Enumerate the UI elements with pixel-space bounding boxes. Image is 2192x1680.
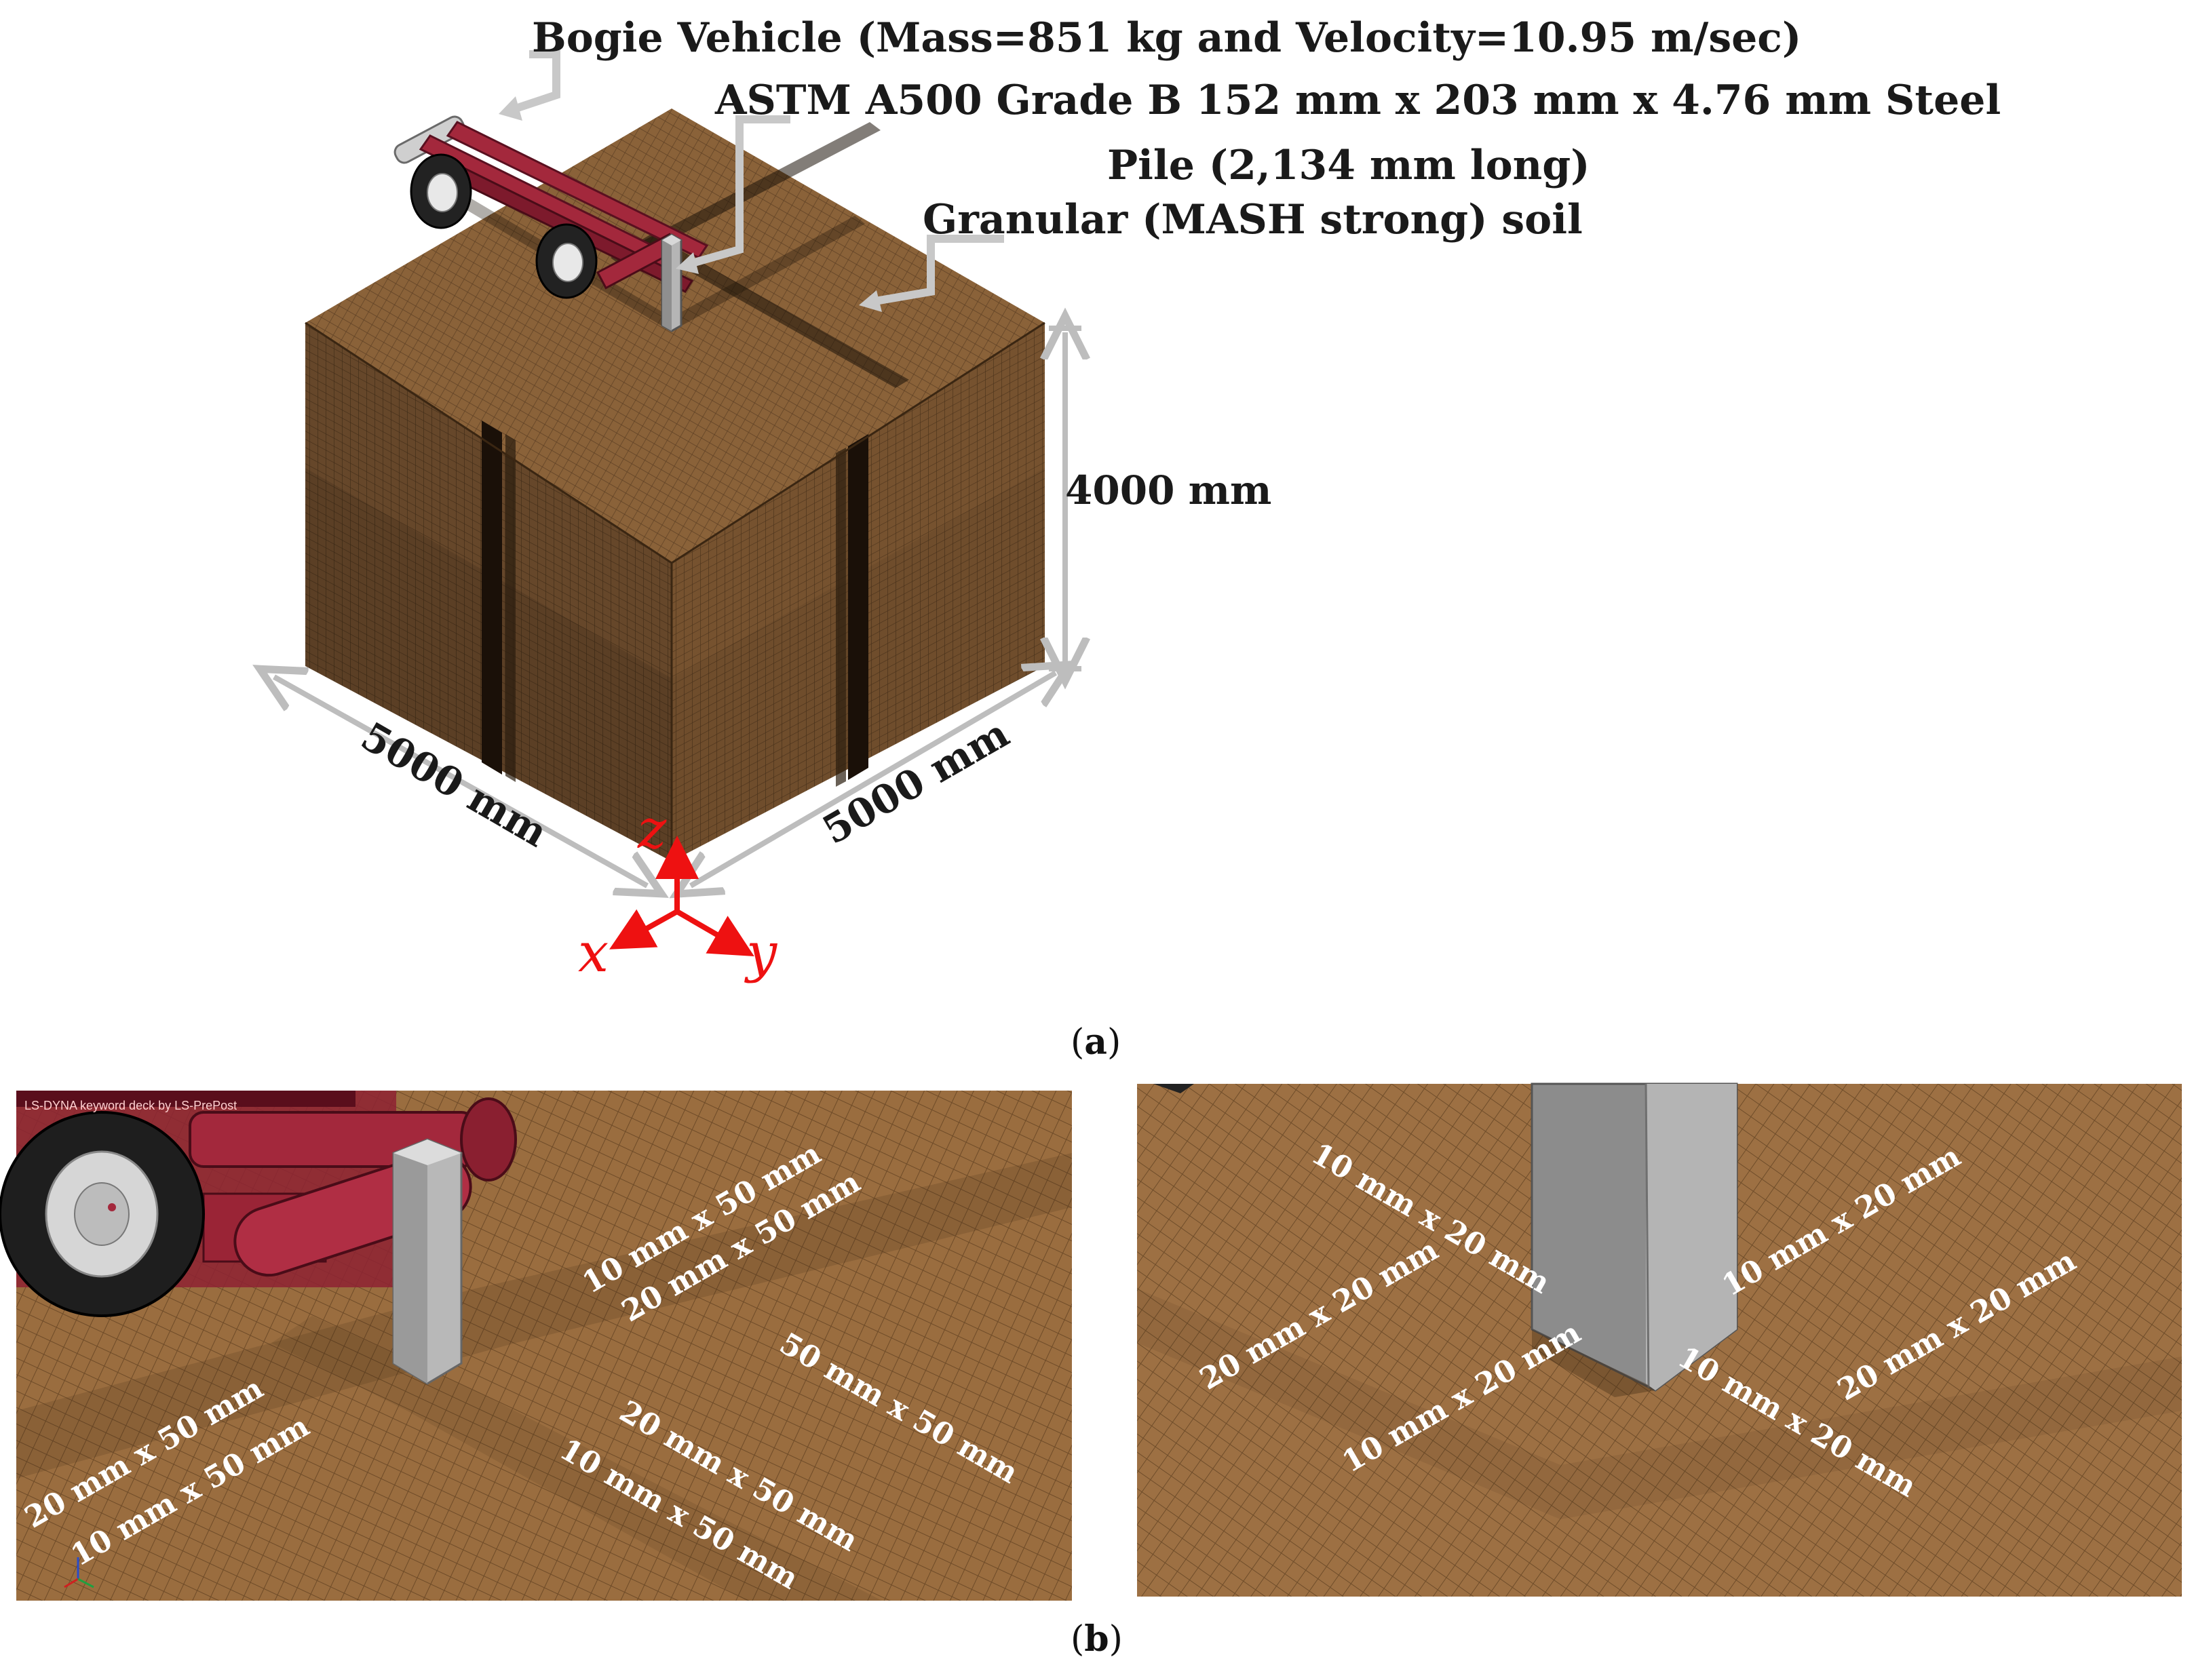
panel-b-left-view [0,1091,1072,1601]
left-view-triad [64,1557,94,1588]
steel-pile [661,233,682,332]
panel-b-right-view [1137,1082,2182,1597]
dim-line-width-right [691,673,1056,886]
left-view-header: LS-DYNA keyword deck by LS-PrePost [24,1099,237,1112]
dim-line-width-left [274,677,647,886]
callout-leaders [514,50,1004,305]
mesh-strip-top-a [611,122,881,266]
caption-a: (a) [1071,1021,1121,1063]
axis-x-label: x [578,921,609,984]
mesh-strip-right-face [848,434,868,780]
caption-b: (b) [1071,1618,1123,1660]
mesh-strip-top-b [638,234,909,388]
caption-a-letter: a [1084,1021,1107,1063]
dim-height-label: 4000 mm [1065,467,1272,513]
leader-soil [874,235,1004,305]
caption-b-letter: b [1084,1618,1109,1660]
leader-bogie [514,50,560,113]
bogie-vehicle [393,115,709,299]
callout-pile-line1: ASTM A500 Grade B 152 mm x 203 mm x 4.76… [715,77,2001,124]
mesh-strip-left-face [482,421,502,775]
axis-y-arrow [675,909,754,957]
right-view-pile [1531,1082,1738,1397]
callout-bogie: Bogie Vehicle (Mass=851 kg and Velocity=… [532,14,1802,62]
coordinate-triad [609,836,754,957]
axis-y-label: y [744,921,778,984]
axis-z-label: z [637,798,667,861]
callout-soil: Granular (MASH strong) soil [923,196,1583,243]
callout-pile-line2: Pile (2,134 mm long) [1107,142,1590,189]
leader-pile [691,115,790,267]
dimension-lines [274,328,1081,886]
axis-x-arrow [609,909,678,950]
left-view-pile [392,1138,463,1385]
soil-top-face [305,109,1045,563]
